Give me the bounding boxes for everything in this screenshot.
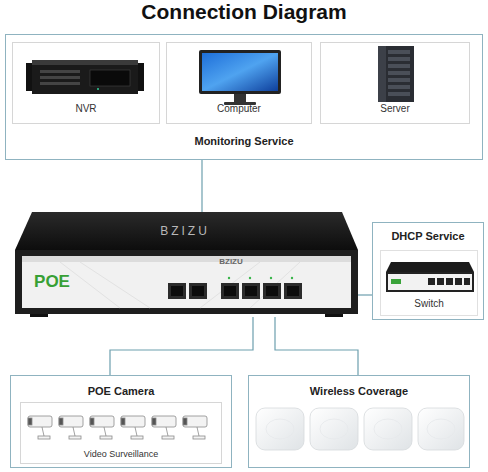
node-label: NVR bbox=[13, 103, 159, 114]
node-label: Monitoring Service bbox=[6, 135, 482, 147]
node-label: BZIZU bbox=[201, 257, 261, 266]
node-label: Video Surveillance bbox=[21, 449, 221, 459]
group-box: POE CameraVideo Surveillance bbox=[10, 375, 232, 468]
camera-row bbox=[28, 416, 207, 439]
small-switch bbox=[386, 262, 474, 292]
node-label: Switch bbox=[381, 298, 477, 309]
node-label: POE Camera bbox=[11, 385, 231, 397]
device-box: Server bbox=[320, 42, 470, 124]
nvr-device bbox=[26, 60, 144, 94]
group-box: Monitoring Service NVR Computer Server bbox=[5, 34, 483, 160]
device-box: Video Surveillance bbox=[20, 402, 222, 464]
node-label: DHCP Service bbox=[373, 230, 483, 242]
poe-switch bbox=[15, 212, 358, 317]
node-label: Wireless Coverage bbox=[249, 385, 469, 397]
access-points bbox=[256, 408, 464, 450]
diagram-title: Connection Diagram bbox=[0, 0, 488, 24]
node-label: POE bbox=[27, 272, 77, 292]
connector-line bbox=[110, 317, 253, 375]
device-box: Switch bbox=[380, 250, 478, 316]
connector-line bbox=[275, 317, 358, 375]
device-box: NVR bbox=[12, 42, 160, 124]
node-label: BZIZU bbox=[110, 224, 260, 238]
switch-device: BZIZU POE BZIZU bbox=[15, 212, 358, 317]
connector-line bbox=[358, 294, 372, 295]
device-box: Computer bbox=[166, 42, 312, 124]
node-label: Computer bbox=[167, 103, 311, 114]
group-box: DHCP ServiceSwitch bbox=[372, 222, 484, 320]
server-tower bbox=[378, 46, 414, 102]
group-box: Wireless Coverage bbox=[248, 375, 470, 468]
node-label: Server bbox=[321, 103, 469, 114]
computer-monitor bbox=[199, 50, 281, 105]
connector-line bbox=[201, 160, 202, 212]
